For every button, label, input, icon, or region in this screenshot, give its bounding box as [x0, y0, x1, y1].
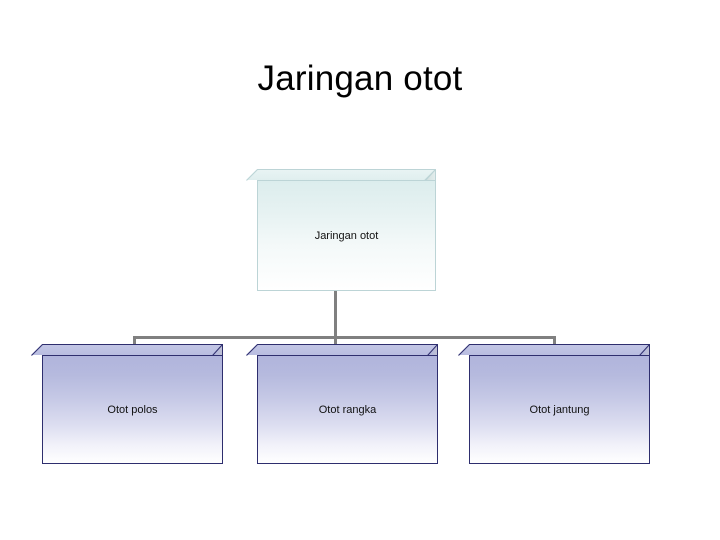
- connector-root-stem: [334, 288, 337, 338]
- node-front-face: Otot jantung: [469, 355, 650, 464]
- node-top-face: [246, 169, 436, 180]
- connector-drop-otot-polos: [133, 336, 136, 348]
- node-front-face: Jaringan otot: [257, 180, 436, 291]
- page-title: Jaringan otot: [257, 59, 463, 98]
- node-label-otot-polos: Otot polos: [107, 403, 158, 416]
- node-label-otot-rangka: Otot rangka: [318, 403, 377, 416]
- node-otot-polos[interactable]: Otot polos: [31, 344, 223, 464]
- node-front-face: Otot rangka: [257, 355, 438, 464]
- node-label-otot-jantung: Otot jantung: [529, 403, 590, 416]
- connector-drop-otot-rangka: [334, 336, 337, 348]
- node-otot-rangka[interactable]: Otot rangka: [246, 344, 438, 464]
- node-label-jaringan-otot: Jaringan otot: [314, 229, 379, 242]
- node-front-face: Otot polos: [42, 355, 223, 464]
- connector-drop-otot-jantung: [553, 336, 556, 348]
- node-jaringan-otot[interactable]: Jaringan otot: [246, 169, 436, 291]
- connector-horizontal-bus: [133, 336, 556, 339]
- node-otot-jantung[interactable]: Otot jantung: [458, 344, 650, 464]
